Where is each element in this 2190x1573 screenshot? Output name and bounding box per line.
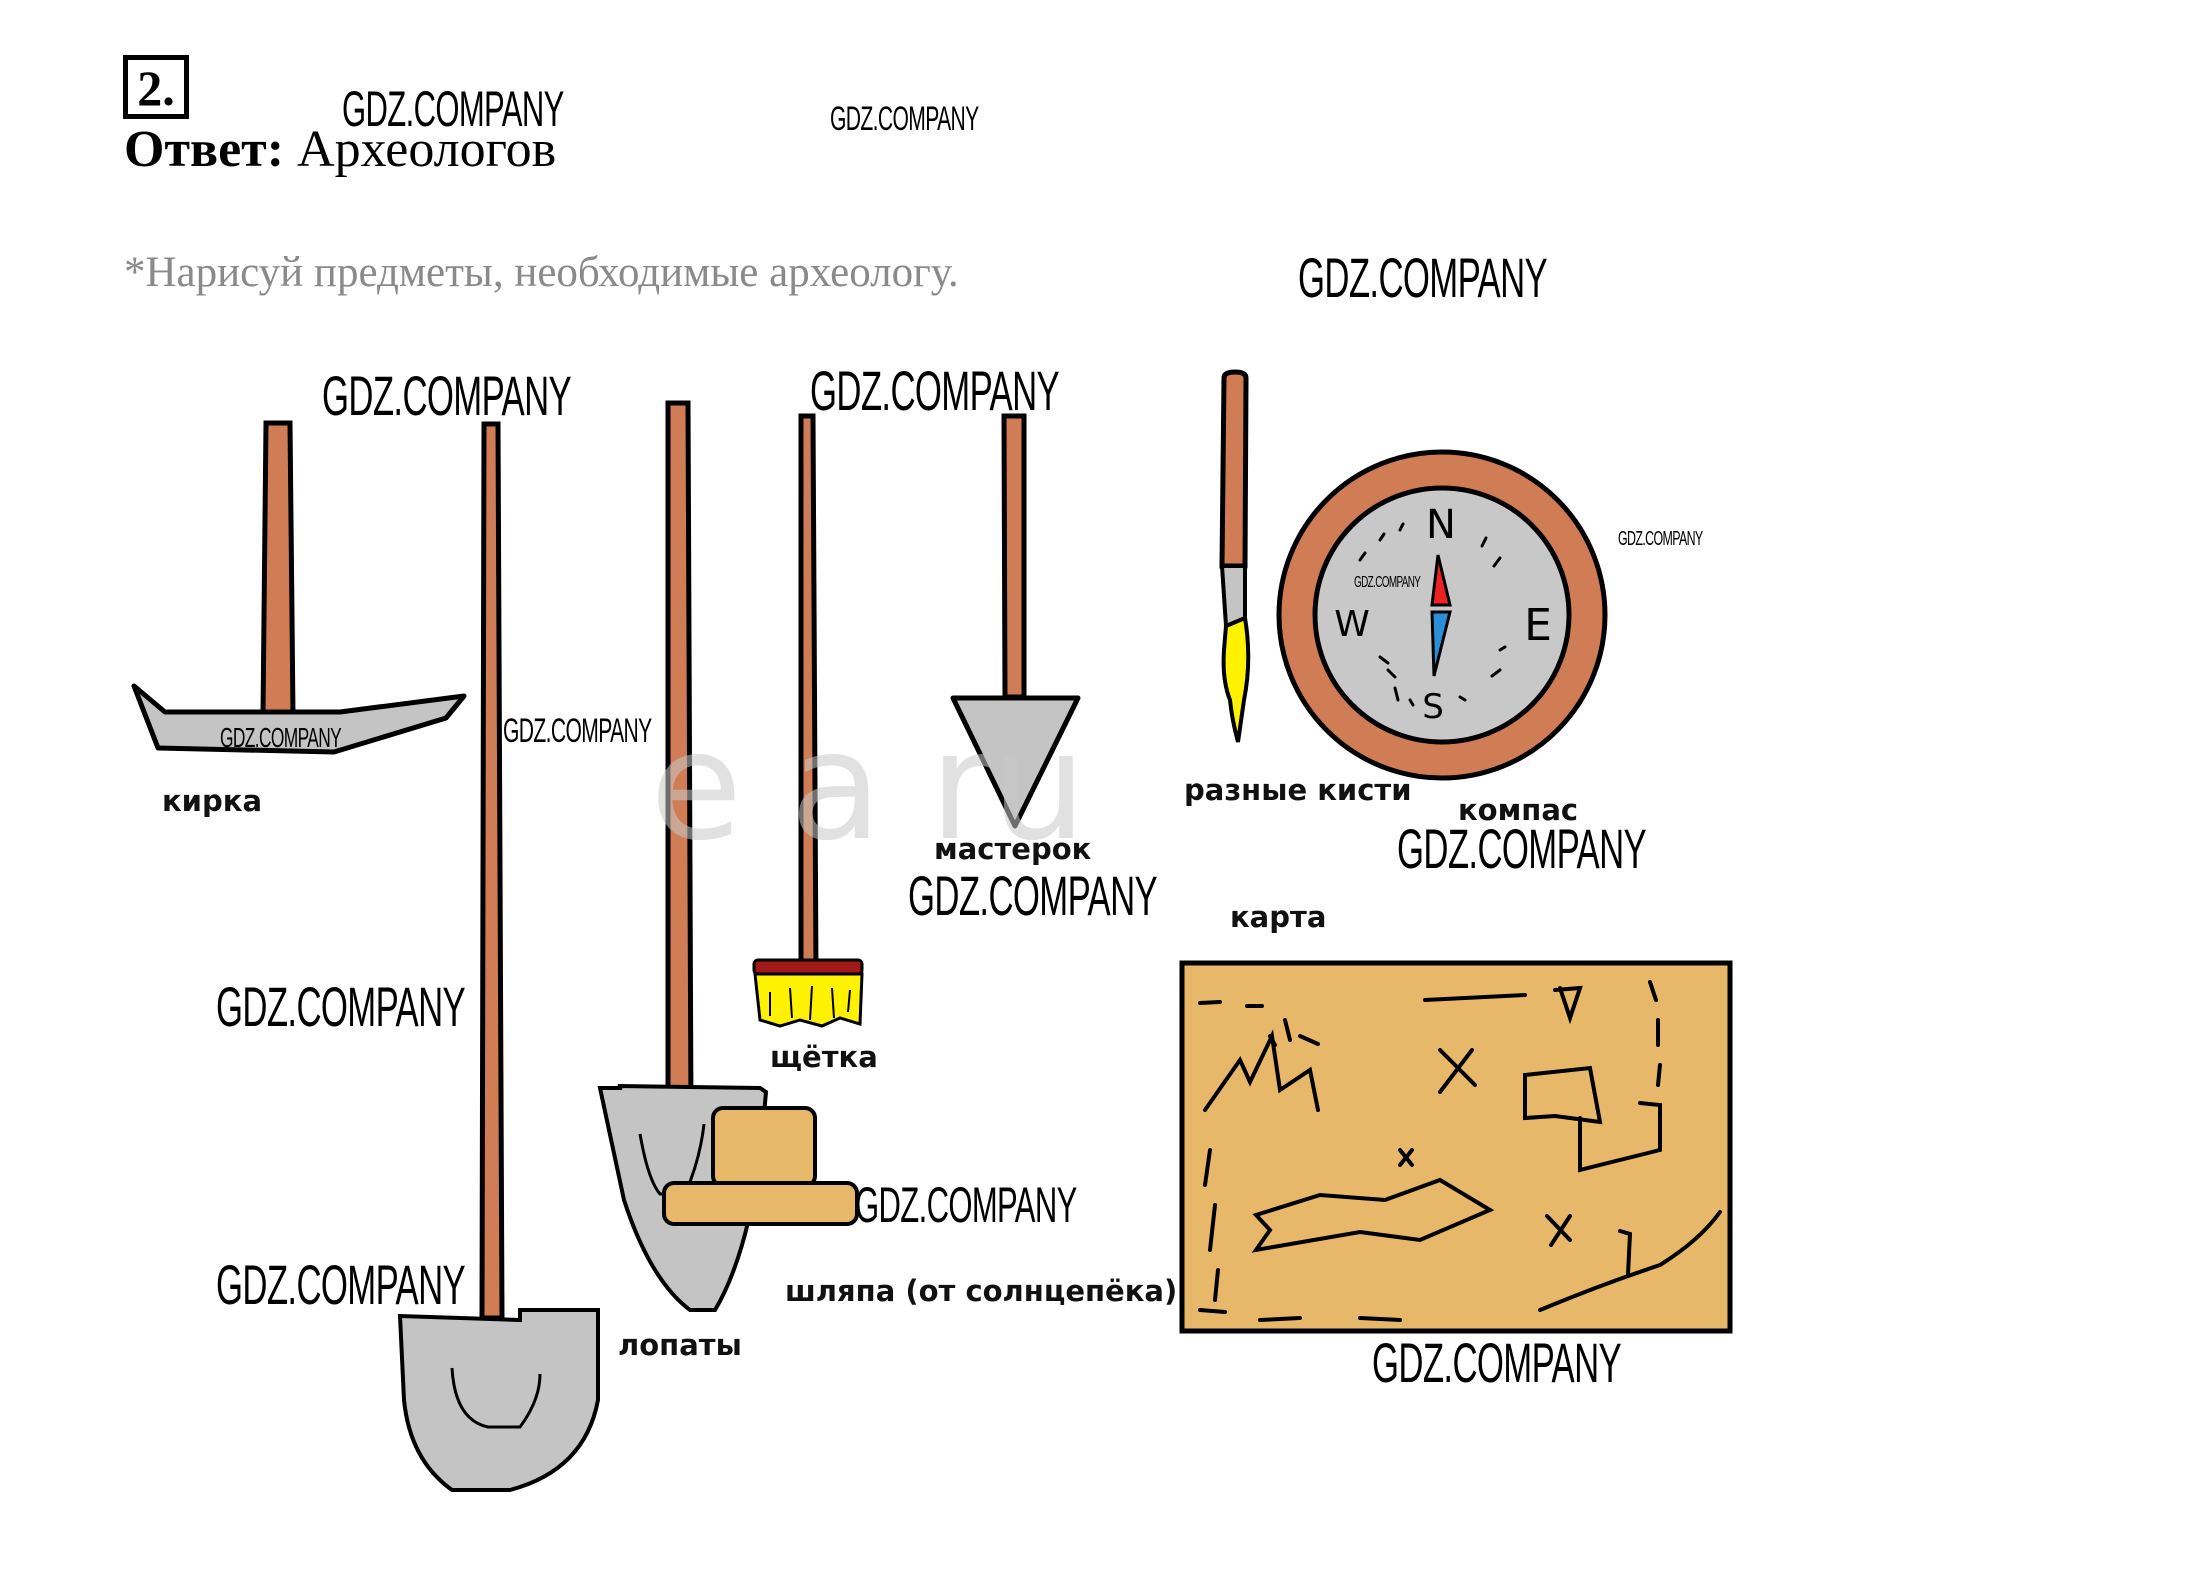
broom-bristle-lines (769, 985, 851, 1021)
answer-label: Ответ: (124, 121, 285, 178)
paint-brush-bristles (1221, 615, 1251, 743)
label-broom: щётка (770, 1040, 878, 1074)
trowel-blade (950, 695, 1081, 829)
watermark: GDZ.COMPANY (1354, 574, 1421, 591)
watermark: GDZ.COMPANY (810, 359, 1060, 422)
pickaxe (131, 420, 467, 755)
paint-brush (1219, 369, 1251, 743)
compass-ticks (1358, 522, 1507, 707)
compass: N S E W (1276, 449, 1608, 781)
label-brushes: разные кисти (1184, 773, 1412, 807)
watermark: GDZ.COMPANY (322, 364, 572, 427)
faint-watermark: e a ru (650, 700, 1087, 874)
hat-crown (711, 1106, 817, 1188)
watermark: GDZ.COMPANY (1372, 1331, 1622, 1394)
watermark: GDZ.COMPANY (503, 712, 652, 750)
hat-brim (662, 1181, 859, 1226)
watermark: GDZ.COMPANY (216, 1253, 466, 1316)
label-shovels: лопаты (618, 1328, 742, 1362)
watermark: GDZ.COMPANY (220, 722, 342, 753)
watermark: GDZ.COMPANY (1618, 528, 1703, 550)
shovel-long-blade (397, 1308, 600, 1492)
broom (752, 413, 864, 1028)
shovel-long (397, 421, 600, 1492)
compass-south: S (1422, 687, 1444, 727)
shovel-long-handle (479, 421, 505, 1321)
answer-line: Ответ: Археологов (124, 120, 556, 179)
trowel-handle (1001, 413, 1027, 700)
pickaxe-handle (260, 420, 296, 718)
compass-east: E (1524, 600, 1552, 651)
label-map: карта (1230, 900, 1327, 934)
hat (662, 1106, 859, 1226)
watermark: GDZ.COMPANY (830, 100, 979, 138)
paint-brush-handle (1219, 369, 1249, 569)
trowel (950, 413, 1081, 829)
watermark: GDZ.COMPANY (216, 975, 466, 1038)
watermark: GDZ.COMPANY (908, 864, 1158, 927)
instruction-text: *Нарисуй предметы, необходимые археологу… (124, 249, 959, 296)
label-pickaxe: кирка (162, 784, 263, 818)
watermark: GDZ.COMPANY (1397, 817, 1647, 880)
treasure-map (1179, 960, 1733, 1334)
answer-text: Археологов (284, 121, 557, 178)
broom-handle (798, 413, 819, 978)
broom-bristles (753, 972, 864, 1028)
shovel-long-mark (450, 1367, 542, 1429)
paint-brush-ferrule (1219, 564, 1247, 629)
compass-needle-south (1430, 610, 1452, 677)
label-trowel: мастерок (934, 832, 1092, 866)
compass-west: W (1334, 604, 1370, 645)
pickaxe-head (131, 683, 467, 755)
watermark: GDZ.COMPANY (342, 81, 564, 137)
watermark: GDZ.COMPANY (855, 1177, 1077, 1233)
label-hat: шляпа (от солнцепёка) (785, 1274, 1178, 1308)
task-number: 2. (123, 55, 189, 119)
map-doodles (1198, 980, 1722, 1322)
compass-needle-north (1430, 554, 1452, 607)
watermark: GDZ.COMPANY (1298, 246, 1548, 309)
label-compass: компас (1458, 793, 1579, 827)
broom-head (752, 958, 864, 976)
map-paper (1179, 960, 1733, 1334)
compass-north: N (1426, 502, 1456, 548)
